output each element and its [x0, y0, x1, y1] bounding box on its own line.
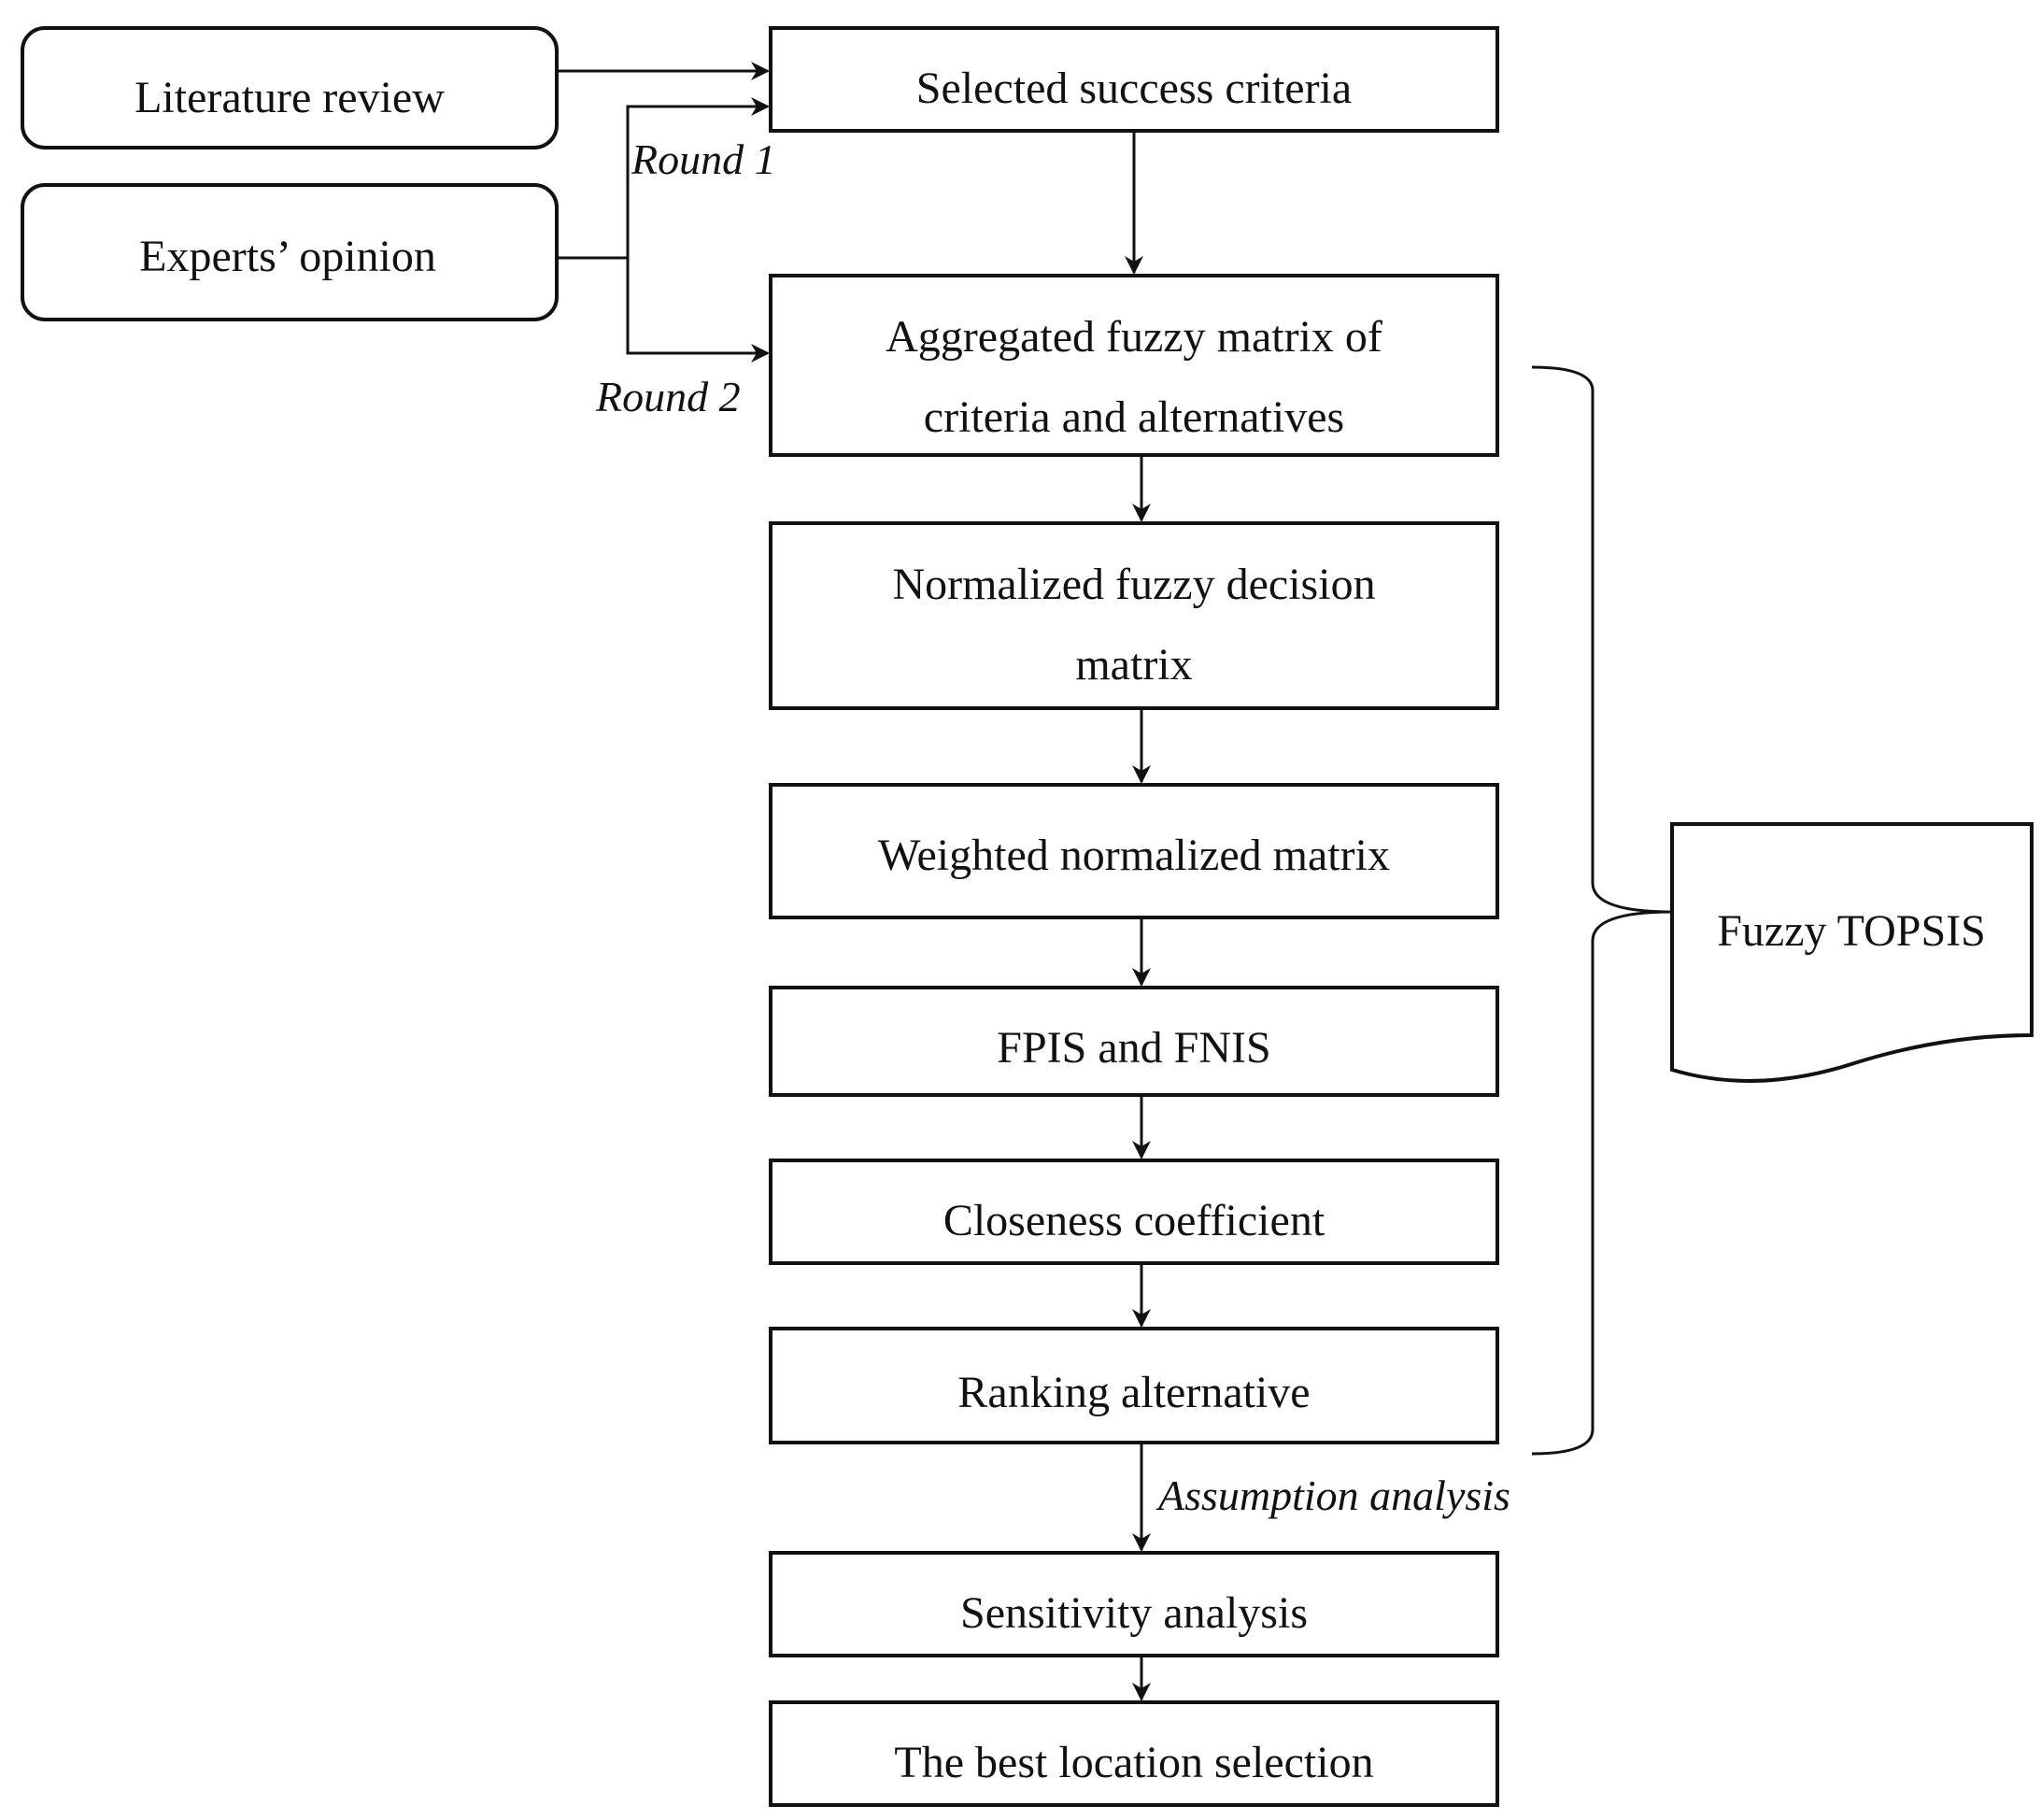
normalized-matrix-label-line1: Normalized fuzzy decision: [892, 560, 1375, 609]
experts-opinion-label: Experts’ opinion: [139, 232, 436, 281]
fpis-fnis-label: FPIS and FNIS: [997, 1023, 1270, 1073]
fuzzy-topsis-node: Fuzzy TOPSIS: [1670, 822, 2034, 1083]
fuzzy-topsis-label: Fuzzy TOPSIS: [1717, 906, 1986, 956]
ranking-alternative-label: Ranking alternative: [957, 1368, 1310, 1417]
fuzzy-topsis-brace: [1531, 365, 1673, 1456]
round1-label: Round 1: [631, 135, 776, 183]
experts-opinion-node: Experts’ opinion: [21, 183, 559, 321]
best-location-node: The best location selection: [769, 1700, 1499, 1807]
best-location-label: The best location selection: [894, 1738, 1373, 1787]
sensitivity-analysis-label: Sensitivity analysis: [960, 1588, 1308, 1638]
fpis-fnis-node: FPIS and FNIS: [769, 986, 1499, 1097]
selected-criteria-node: Selected success criteria: [769, 26, 1499, 133]
round2-arrow: [626, 258, 770, 363]
normalized-matrix-label-line2: matrix: [1075, 640, 1192, 690]
literature-review-node: Literature review: [21, 26, 559, 149]
round1-arrow: [626, 97, 770, 258]
sensitivity-analysis-node: Sensitivity analysis: [769, 1551, 1499, 1657]
weighted-matrix-label: Weighted normalized matrix: [878, 831, 1390, 880]
ranking-alternative-node: Ranking alternative: [769, 1327, 1499, 1444]
closeness-coefficient-label: Closeness coefficient: [943, 1196, 1325, 1245]
aggregated-matrix-node: Aggregated fuzzy matrix of criteria and …: [769, 274, 1499, 457]
selected-criteria-label: Selected success criteria: [916, 64, 1352, 113]
aggregated-matrix-label-line2: criteria and alternatives: [924, 392, 1344, 442]
round2-label: Round 2: [595, 373, 741, 420]
aggregated-matrix-label-line1: Aggregated fuzzy matrix of: [886, 312, 1382, 362]
normalized-matrix-node: Normalized fuzzy decision matrix: [769, 521, 1499, 710]
weighted-matrix-node: Weighted normalized matrix: [769, 783, 1499, 919]
literature-review-label: Literature review: [135, 73, 445, 122]
assumption-analysis-label: Assumption analysis: [1155, 1472, 1510, 1519]
closeness-coefficient-node: Closeness coefficient: [769, 1159, 1499, 1265]
